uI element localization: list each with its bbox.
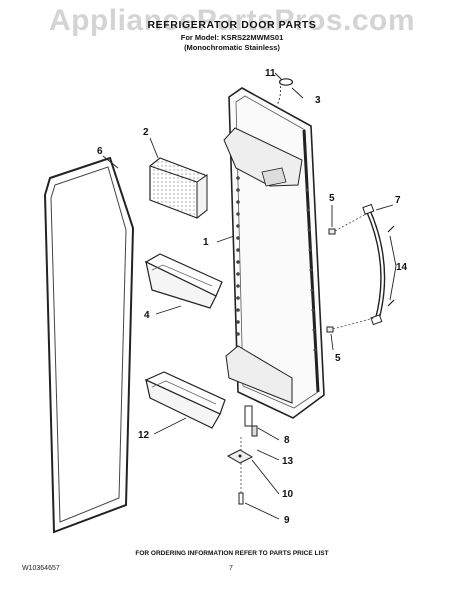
page-number: 7 (229, 565, 233, 572)
callout-1: 1 (203, 237, 209, 248)
page-title: REFRIGERATOR DOOR PARTS (147, 19, 317, 31)
callout-14: 14 (396, 262, 408, 273)
callout-10: 10 (282, 489, 294, 500)
dairy-door-cap (149, 157, 208, 220)
callout-12: 12 (138, 430, 150, 441)
callout-8: 8 (284, 435, 290, 446)
watermark: AppliancePartsPros.com (48, 4, 416, 37)
model-line: For Model: KSRS22MWMS01 (180, 33, 284, 42)
top-hinge-hardware (276, 78, 294, 106)
callout-2: 2 (143, 127, 149, 138)
model-info: For Model: KSRS22MWMS01 (Monochromatic S… (0, 33, 464, 53)
leader-lines (102, 72, 397, 520)
callout-11: 11 (265, 68, 276, 79)
lower-door-bin (144, 371, 226, 429)
door-handle (362, 203, 386, 326)
bottom-hinge-hardware (226, 405, 258, 505)
callout-3: 3 (315, 95, 321, 106)
ordering-note: FOR ORDERING INFORMATION REFER TO PARTS … (135, 550, 329, 557)
callout-7: 7 (395, 195, 401, 206)
callout-9: 9 (284, 515, 290, 526)
door-liner (223, 87, 325, 419)
handle-screws (326, 213, 395, 333)
variant-line: (Monochromatic Stainless) (184, 43, 280, 52)
callout-5-lower: 5 (335, 353, 341, 364)
callout-6: 6 (97, 146, 103, 157)
callout-5-upper: 5 (329, 193, 335, 204)
callout-13: 13 (282, 456, 294, 467)
document-number: W10364657 (22, 565, 60, 572)
callout-4: 4 (144, 310, 150, 321)
door-gasket (43, 156, 135, 534)
upper-door-bin (144, 253, 223, 309)
